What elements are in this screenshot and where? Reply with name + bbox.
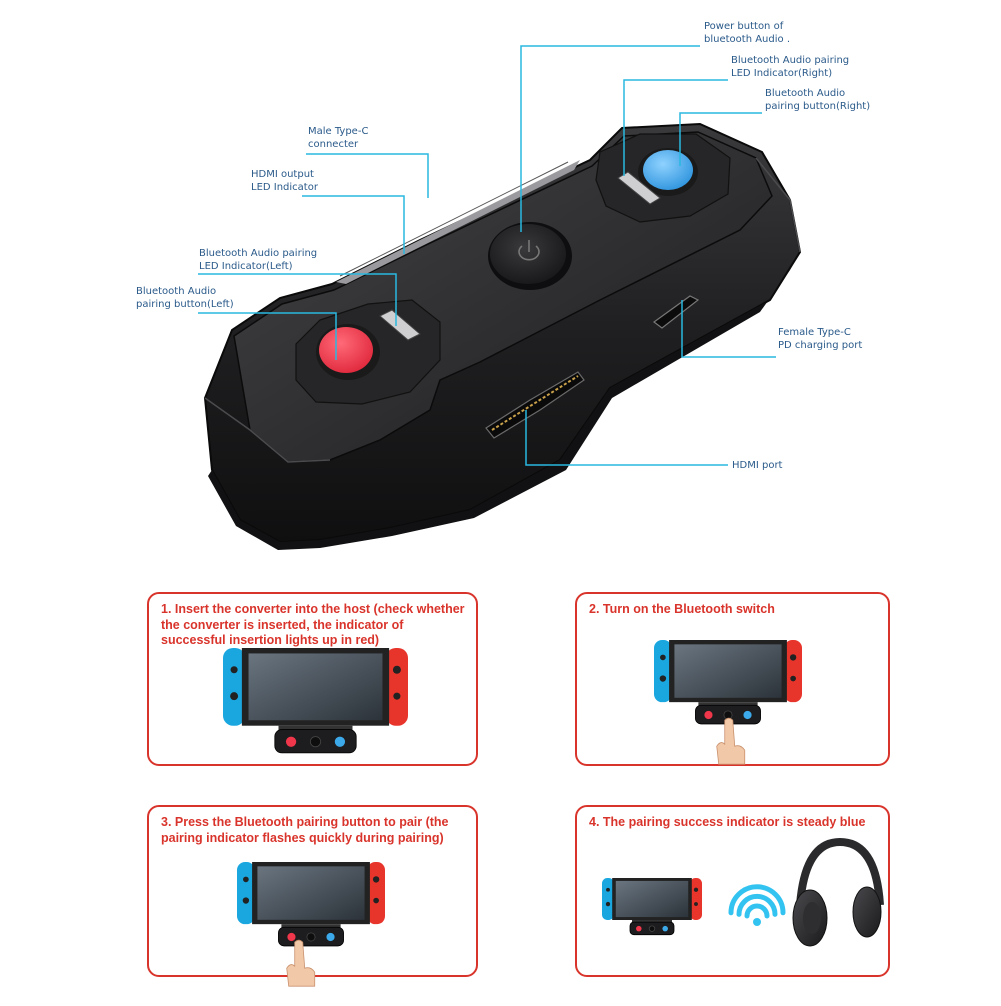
finger-illustration (716, 717, 746, 765)
step-text-1: 1. Insert the converter into the host (c… (161, 602, 465, 647)
leader-lines (198, 45, 776, 466)
callout-power-button: Power button of bluetooth Audio . (704, 21, 790, 45)
step-2-console-illustration (654, 640, 802, 765)
callout-led-right: Bluetooth Audio pairing LED Indicator(Ri… (731, 55, 850, 79)
step-3-console-illustration (237, 862, 385, 987)
step-4-console-illustration (602, 878, 702, 936)
callout-hdmi-led: HDMI output LED Indicator (251, 169, 318, 193)
callout-male-typec: Male Type-C connecter (308, 126, 369, 150)
step-text-2: 2. Turn on the Bluetooth switch (589, 602, 775, 616)
power-button (490, 224, 566, 284)
callout-led-left: Bluetooth Audio pairing LED Indicator(Le… (199, 248, 318, 272)
callout-pairing-button-right: Bluetooth Audio pairing button(Right) (765, 88, 871, 112)
step-1-console-illustration (223, 648, 408, 754)
step-text-3: 3. Press the Bluetooth pairing button to… (161, 815, 449, 845)
pairing-button-left (319, 327, 373, 373)
audio-converter-device (203, 122, 802, 550)
step-text-4: 4. The pairing success indicator is stea… (589, 815, 866, 829)
callout-hdmi-port: HDMI port (732, 460, 783, 471)
wifi-icon (728, 884, 786, 926)
callout-pairing-button-left: Bluetooth Audio pairing button(Left) (136, 286, 234, 310)
finger-illustration (286, 939, 316, 987)
led-indicator-left (379, 309, 421, 341)
headphones-icon (792, 837, 884, 947)
callout-female-typec: Female Type-C PD charging port (778, 327, 863, 351)
